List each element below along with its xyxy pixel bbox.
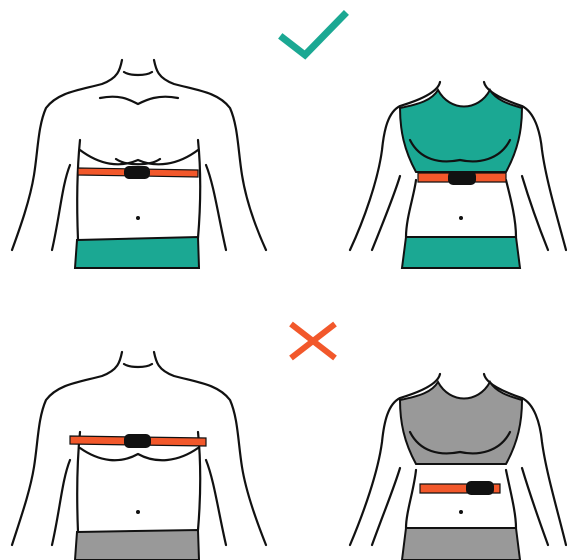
sensor <box>448 171 476 185</box>
bottoms <box>402 528 520 560</box>
cross-icon <box>291 324 335 358</box>
trunks <box>75 237 199 268</box>
sensor <box>124 434 151 448</box>
figure-male-incorrect <box>12 352 266 560</box>
check-icon <box>283 15 344 55</box>
figure-male-correct <box>12 60 266 268</box>
bottoms <box>402 237 520 268</box>
sensor <box>466 481 494 495</box>
sensor <box>124 166 150 179</box>
trunks <box>75 530 199 560</box>
figure-female-incorrect <box>350 374 566 560</box>
figure-female-correct <box>350 82 566 268</box>
